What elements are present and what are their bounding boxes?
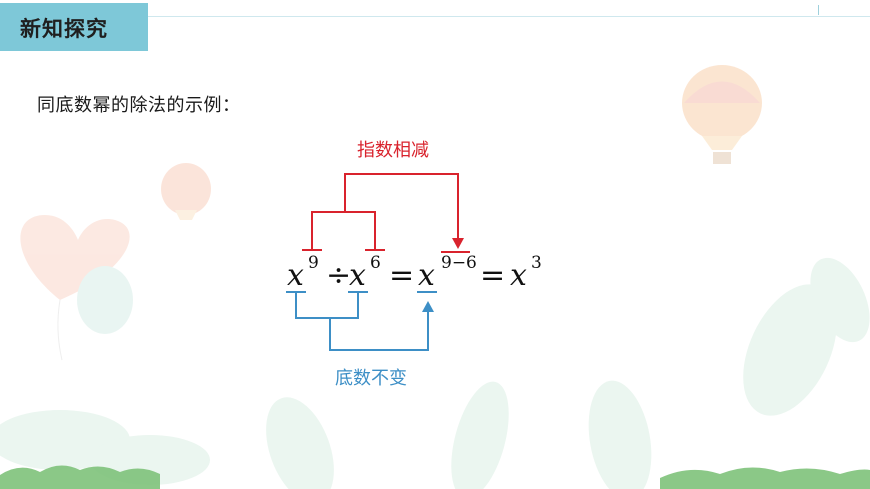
small-balloon-icon — [161, 163, 211, 220]
balloon-icon — [682, 65, 762, 164]
exponent-9: 9 — [308, 253, 319, 273]
base-bracket — [286, 291, 437, 351]
intro-text: 同底数幂的除法的示例： — [37, 95, 241, 116]
equals-sign-1: = — [389, 258, 414, 293]
base-x-2: x — [349, 258, 366, 293]
header-divider — [148, 16, 870, 17]
leaves-decoration — [0, 257, 870, 489]
section-title-box: 新知探究 — [0, 3, 148, 51]
heart-balloon-icon — [20, 215, 133, 361]
exponent-bracket — [302, 173, 470, 253]
exponent-3: 3 — [531, 253, 542, 273]
base-x-1: x — [287, 258, 304, 293]
exponent-difference: 9−6 — [441, 253, 477, 273]
base-rule-label: 底数不变 — [335, 368, 407, 389]
exponent-6: 6 — [370, 253, 381, 273]
header-tick — [818, 5, 819, 15]
base-arrowhead — [422, 301, 434, 312]
section-title: 新知探究 — [20, 17, 108, 41]
exponent-rule-label: 指数相减 — [357, 140, 429, 161]
grass-strip — [0, 465, 870, 489]
exponent-arrowhead — [452, 238, 464, 249]
base-x-4: x — [510, 258, 527, 293]
base-x-3: x — [418, 258, 435, 293]
equals-sign-2: = — [480, 258, 505, 293]
divide-sign: ÷ — [326, 258, 351, 293]
